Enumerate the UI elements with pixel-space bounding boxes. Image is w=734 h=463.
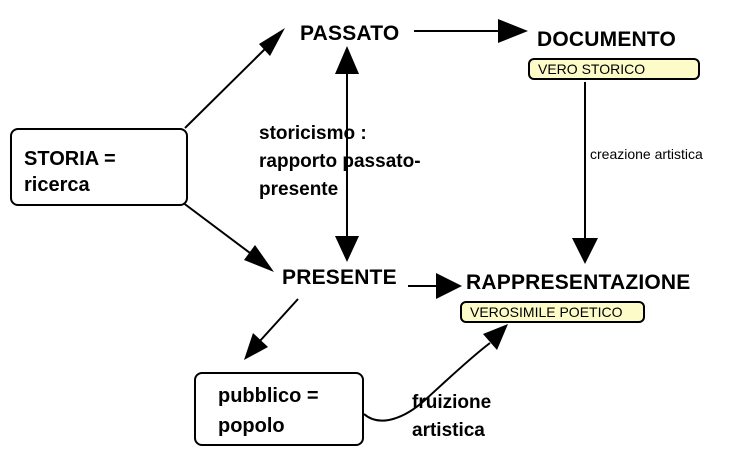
- arrowhead-to-pubblico: [244, 333, 268, 360]
- node-presente: PRESENTE: [282, 266, 397, 289]
- edge-label-creazione: creazione artistica: [590, 146, 703, 162]
- arrowhead-to-rappresentazione-top: [572, 238, 598, 264]
- node-pubblico-label: pubblico = popolo: [218, 385, 319, 437]
- edge-storia-presente: [181, 201, 255, 257]
- node-rappresentazione: RAPPRESENTAZIONE: [466, 271, 691, 294]
- edge-label-storicismo: storicismo : rapporto passato- presente: [259, 123, 421, 200]
- arrowhead-to-presente: [244, 245, 274, 272]
- arrowhead-to-verosimile: [483, 324, 508, 350]
- tag-verosimile-poetico: VEROSIMILE POETICO: [460, 301, 645, 323]
- edge-presente-pubblico: [258, 298, 299, 343]
- edge-storia-passato: [184, 45, 269, 129]
- arrowhead-down-to-presente: [335, 236, 359, 262]
- arrowhead-to-rappresentazione-left: [436, 273, 462, 299]
- node-pubblico: pubblico = popolo: [194, 372, 364, 446]
- node-storia: STORIA = ricerca: [10, 128, 188, 206]
- edge-pubblico-rappresentazione: [363, 342, 491, 422]
- arrowhead-to-passato: [259, 28, 285, 56]
- arrowhead-to-documento: [498, 19, 528, 43]
- node-storia-label: STORIA = ricerca: [24, 148, 116, 196]
- tag-vero-storico: VERO STORICO: [528, 58, 700, 80]
- node-documento: DOCUMENTO: [537, 28, 677, 51]
- node-passato: PASSATO: [300, 22, 400, 45]
- edge-label-fruizione: fruizione artistica: [412, 392, 492, 441]
- arrowhead-up-to-passato: [335, 46, 359, 74]
